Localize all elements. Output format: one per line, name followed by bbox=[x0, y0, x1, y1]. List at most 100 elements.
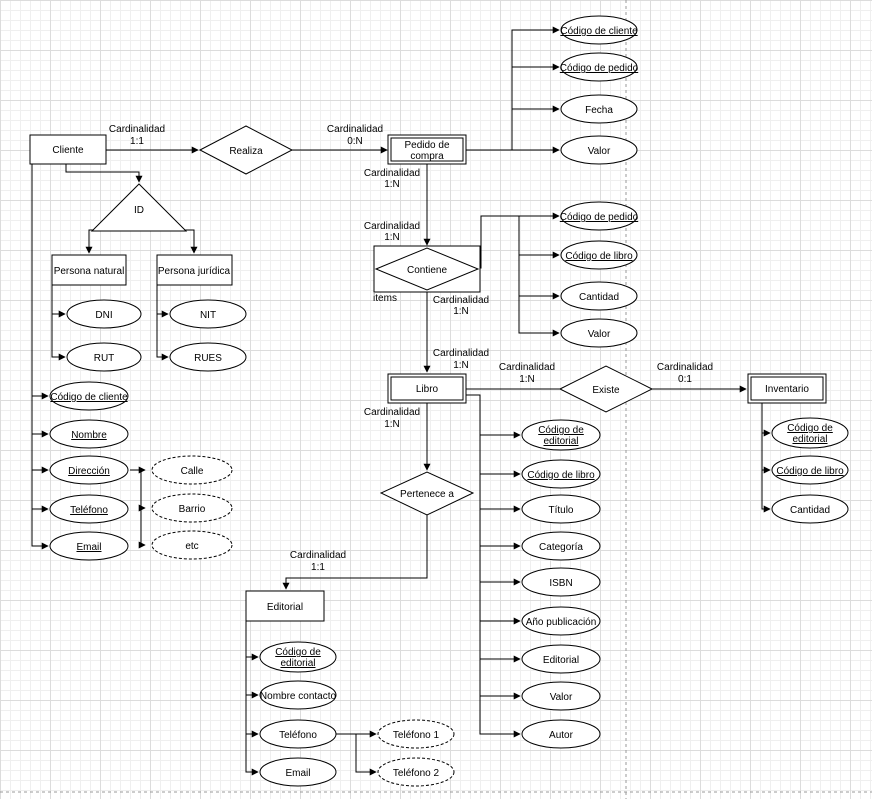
cardinality-contiene-top: Cardinalidad 1:N bbox=[364, 221, 420, 243]
attribute-label: etc bbox=[185, 541, 198, 552]
attribute-label: Barrio bbox=[179, 504, 206, 515]
relationship-existe[interactable]: Existe bbox=[558, 365, 654, 413]
attribute-contiene-valor[interactable]: Valor bbox=[560, 318, 638, 348]
attribute-cliente-email[interactable]: Email bbox=[49, 531, 129, 561]
attribute-libro-autor[interactable]: Autor bbox=[521, 719, 601, 749]
attribute-cliente-direccion[interactable]: Dirección bbox=[49, 455, 129, 485]
attribute-libro-isbn[interactable]: ISBN bbox=[521, 567, 601, 597]
edge-editorial-trunk[interactable] bbox=[245, 621, 259, 776]
attribute-contiene-cantidad[interactable]: Cantidad bbox=[560, 281, 638, 311]
attribute-label: Email bbox=[76, 542, 101, 553]
attribute-inventario-codigo-libro[interactable]: Código de libro bbox=[771, 455, 849, 485]
attribute-pedido-fecha[interactable]: Fecha bbox=[560, 94, 638, 124]
attribute-label: Dirección bbox=[68, 466, 110, 477]
attribute-pedido-codigo-cliente[interactable]: Código de cliente bbox=[560, 15, 638, 45]
entity-libro[interactable]: Libro bbox=[387, 373, 467, 404]
attribute-direccion-barrio[interactable]: Barrio bbox=[151, 493, 233, 523]
edge-cliente-id[interactable] bbox=[65, 164, 143, 183]
entity-editorial[interactable]: Editorial bbox=[245, 590, 325, 622]
cardinality-label: Cardinalidad bbox=[499, 362, 555, 373]
attribute-label: Calle bbox=[181, 466, 204, 477]
attribute-label-1: Código de bbox=[275, 647, 321, 658]
attribute-editorial-codigo-editorial[interactable]: Código de editorial bbox=[259, 641, 337, 673]
items-label: items bbox=[373, 293, 397, 304]
relationship-pertenece-label: Pertenece a bbox=[400, 489, 454, 500]
attribute-label: Código de pedido bbox=[560, 63, 639, 74]
attribute-label-1: Código de bbox=[538, 425, 584, 436]
attribute-natural-dni[interactable]: DNI bbox=[66, 299, 142, 329]
attribute-libro-editorial[interactable]: Editorial bbox=[521, 644, 601, 674]
attribute-pedido-codigo-pedido[interactable]: Código de pedido bbox=[560, 52, 639, 82]
entity-pedido-de-compra[interactable]: Pedido de compra bbox=[387, 134, 467, 165]
attribute-cliente-telefono[interactable]: Teléfono bbox=[49, 494, 129, 524]
relationship-realiza[interactable]: Realiza bbox=[198, 125, 294, 175]
edge-juridica-rues[interactable] bbox=[156, 285, 169, 361]
attribute-telefono-1[interactable]: Teléfono 1 bbox=[377, 719, 455, 749]
attribute-label: Código de pedido bbox=[560, 212, 639, 223]
attribute-libro-codigo-editorial[interactable]: Código de editorial bbox=[521, 419, 601, 451]
entity-cliente-label: Cliente bbox=[52, 145, 84, 156]
edge-tel-tel2[interactable] bbox=[355, 734, 377, 776]
cardinality-label: Cardinalidad bbox=[364, 221, 420, 232]
attribute-direccion-calle[interactable]: Calle bbox=[151, 455, 233, 485]
relationship-id-triangle[interactable]: ID bbox=[90, 183, 188, 232]
edge-pedido-codcliente[interactable] bbox=[466, 26, 560, 151]
edge-contiene-codpedido[interactable] bbox=[474, 212, 560, 269]
edge-pertenece-editorial[interactable] bbox=[282, 514, 428, 590]
attribute-direccion-etc[interactable]: etc bbox=[151, 530, 233, 560]
relationship-pertenece-a[interactable]: Pertenece a bbox=[379, 471, 475, 516]
attribute-libro-titulo[interactable]: Título bbox=[521, 494, 601, 524]
relationship-existe-label: Existe bbox=[592, 385, 620, 396]
edge-inventario-trunk[interactable] bbox=[761, 403, 771, 513]
entity-persona-juridica-label: Persona jurídica bbox=[158, 266, 231, 277]
attribute-pedido-valor[interactable]: Valor bbox=[560, 135, 638, 165]
edge-dir-etc[interactable] bbox=[138, 470, 146, 549]
edge-natural-rut[interactable] bbox=[51, 285, 66, 361]
attribute-telefono-2[interactable]: Teléfono 2 bbox=[377, 757, 455, 787]
cardinality-pedido-down: Cardinalidad 1:N bbox=[364, 168, 420, 190]
entity-cliente[interactable]: Cliente bbox=[29, 134, 107, 165]
edge-libro-trunk[interactable] bbox=[466, 394, 521, 738]
attribute-contiene-codigo-libro[interactable]: Código de libro bbox=[560, 240, 638, 270]
edge-id-juridica[interactable] bbox=[164, 229, 198, 254]
entity-editorial-label: Editorial bbox=[267, 602, 303, 613]
attribute-libro-categoria[interactable]: Categoría bbox=[521, 531, 601, 561]
attribute-contiene-codigo-pedido[interactable]: Código de pedido bbox=[560, 201, 639, 231]
attribute-libro-ano-publicacion[interactable]: Año publicación bbox=[521, 606, 601, 636]
entity-inventario[interactable]: Inventario bbox=[747, 373, 827, 404]
attribute-label: Valor bbox=[588, 329, 611, 340]
attribute-editorial-email[interactable]: Email bbox=[259, 757, 337, 787]
attribute-editorial-nombre-contacto[interactable]: Nombre contacto bbox=[259, 680, 337, 710]
cardinality-cliente-realiza: Cardinalidad 1:1 bbox=[109, 124, 165, 147]
relationship-contiene[interactable]: Contiene bbox=[373, 245, 481, 293]
edge-contiene-trunk[interactable] bbox=[518, 216, 559, 334]
attribute-inventario-cantidad[interactable]: Cantidad bbox=[771, 494, 849, 524]
entity-persona-juridica[interactable]: Persona jurídica bbox=[156, 254, 233, 286]
entity-persona-natural-label: Persona natural bbox=[54, 266, 125, 277]
cardinality-value: 1:N bbox=[384, 232, 400, 243]
attribute-label: Código de libro bbox=[776, 466, 844, 477]
attribute-inventario-codigo-editorial[interactable]: Código de editorial bbox=[771, 417, 849, 449]
entity-persona-natural[interactable]: Persona natural bbox=[51, 254, 127, 286]
attribute-libro-valor[interactable]: Valor bbox=[521, 681, 601, 711]
attribute-label: Código de cliente bbox=[50, 392, 128, 403]
edge-id-natural[interactable] bbox=[85, 229, 112, 254]
attribute-label: Categoría bbox=[539, 542, 583, 553]
cardinality-label: Cardinalidad bbox=[433, 348, 489, 359]
attribute-label: Email bbox=[285, 768, 310, 779]
entity-libro-label: Libro bbox=[416, 384, 439, 395]
attribute-label: ISBN bbox=[549, 578, 572, 589]
attribute-cliente-nombre[interactable]: Nombre bbox=[49, 419, 129, 449]
attribute-editorial-telefono[interactable]: Teléfono bbox=[259, 719, 337, 749]
attribute-juridica-nit[interactable]: NIT bbox=[169, 299, 247, 329]
edge-cliente-trunk[interactable] bbox=[31, 164, 49, 550]
attribute-natural-rut[interactable]: RUT bbox=[66, 342, 142, 372]
relationship-id-label: ID bbox=[134, 205, 144, 216]
attribute-label-2: editorial bbox=[543, 436, 578, 447]
attribute-cliente-codigo-cliente[interactable]: Código de cliente bbox=[49, 381, 129, 411]
attribute-label: Título bbox=[548, 505, 573, 516]
cardinality-realiza-pedido: Cardinalidad 0:N bbox=[327, 124, 383, 147]
attribute-libro-codigo-libro[interactable]: Código de libro bbox=[521, 459, 601, 489]
attribute-juridica-rues[interactable]: RUES bbox=[169, 342, 247, 372]
